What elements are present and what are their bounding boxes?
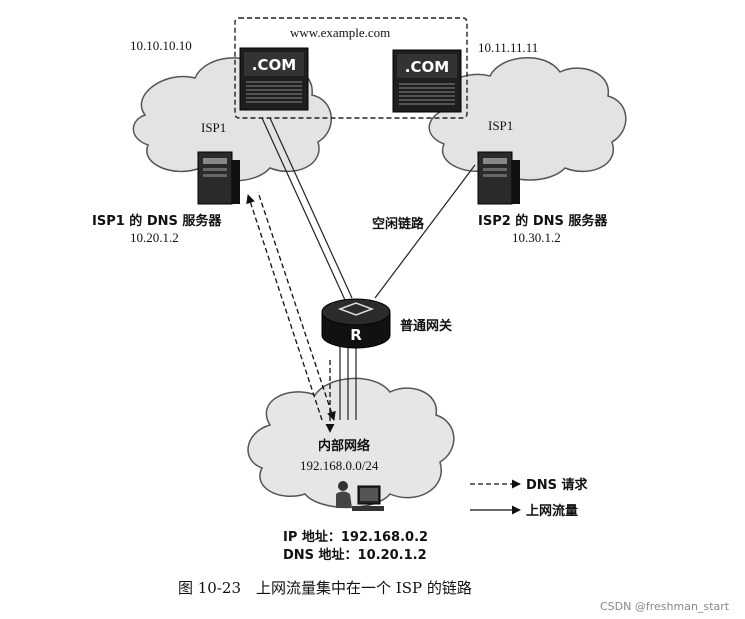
dns-server-left-icon [197, 151, 240, 205]
website-box [234, 17, 468, 119]
dns-left-name: ISP1 的 DNS 服务器 [92, 213, 222, 229]
com-label-right: .COM [405, 58, 449, 76]
legend-traffic-label: 上网流量 [526, 503, 578, 519]
dns-right-name: ISP2 的 DNS 服务器 [478, 213, 608, 229]
gateway-label: 普通网关 [400, 318, 452, 334]
router-letter: R [350, 326, 362, 344]
com-label-left: .COM [252, 56, 296, 74]
lan-name: 内部网络 [318, 438, 370, 454]
isp-left-label: ISP1 [201, 120, 226, 135]
dns-left-ip: 10.20.1.2 [130, 230, 179, 245]
legend-dns-label: DNS 请求 [526, 477, 589, 493]
com-server-right: .COM [392, 49, 462, 113]
dns-request-arrows [246, 191, 336, 421]
server-right-ip: 10.11.11.11 [478, 40, 538, 55]
server-left-ip: 10.10.10.10 [130, 38, 192, 53]
host-dns: DNS 地址：10.20.1.2 [283, 547, 427, 563]
watermark: CSDN @freshman_start [600, 600, 730, 613]
legend: DNS 请求 上网流量 [470, 477, 589, 519]
isp-right-label: ISP1 [488, 118, 513, 133]
lan-cloud [247, 377, 455, 509]
site-domain: www.example.com [290, 25, 390, 40]
figure-caption: 图 10-23 上网流量集中在一个 ISP 的链路 [178, 579, 472, 597]
router-icon: R [321, 298, 391, 349]
dns-server-right-icon [477, 151, 520, 205]
lan-subnet: 192.168.0.0/24 [300, 458, 379, 473]
host-ip: IP 地址：192.168.0.2 [283, 529, 428, 545]
pc-icon [336, 481, 384, 511]
links [261, 117, 476, 420]
dns-right-ip: 10.30.1.2 [512, 230, 561, 245]
idle-link-label: 空闲链路 [372, 216, 425, 232]
isp-right-cloud [428, 57, 627, 181]
com-server-left: .COM [239, 47, 309, 111]
